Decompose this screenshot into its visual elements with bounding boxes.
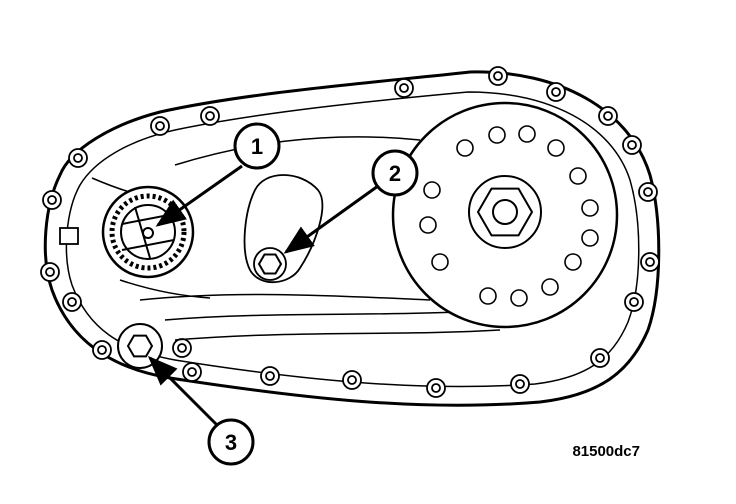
callout-2-leader [283, 184, 379, 254]
callout-1-leader [155, 164, 243, 227]
callout-3-leader [147, 355, 222, 430]
figure-id-label: 81500dc7 [572, 443, 640, 460]
slot-bolt-hex-icon [257, 253, 283, 275]
mounting-tab [59, 227, 79, 245]
flange-bolts [40, 66, 660, 398]
callout-2: 2 [371, 149, 419, 197]
callout-3-number: 3 [225, 430, 237, 455]
cover-plate-holes [419, 125, 599, 307]
callout-2-number: 2 [389, 161, 401, 186]
output-shaft-center [492, 199, 518, 225]
callout-1-number: 1 [251, 134, 263, 159]
callout-3: 3 [207, 418, 255, 466]
input-shaft-center [142, 227, 154, 239]
drain-plug-hex-icon [126, 334, 154, 358]
callout-1: 1 [233, 122, 281, 170]
